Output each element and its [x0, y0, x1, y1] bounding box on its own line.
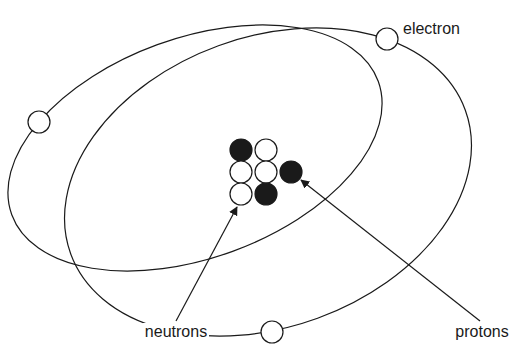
- proton-circle: [230, 139, 252, 161]
- electron-circle: [261, 321, 283, 343]
- neutron-circle: [230, 183, 252, 205]
- neutron-circle: [255, 161, 277, 183]
- part-label: protons: [453, 323, 510, 341]
- orbit: [0, 0, 416, 318]
- proton-circle: [255, 183, 277, 205]
- leader-arrow: [176, 207, 237, 321]
- part-label: neutrons: [143, 323, 209, 341]
- electron-circle: [376, 28, 398, 50]
- electron-circle: [28, 111, 50, 133]
- orbit: [21, 0, 515, 349]
- leader-arrow: [301, 180, 480, 321]
- electrons: [28, 28, 398, 343]
- neutron-circle: [230, 161, 252, 183]
- proton-circle: [280, 161, 302, 183]
- neutron-circle: [255, 139, 277, 161]
- part-label: electron: [401, 20, 462, 38]
- nucleus: [230, 139, 302, 205]
